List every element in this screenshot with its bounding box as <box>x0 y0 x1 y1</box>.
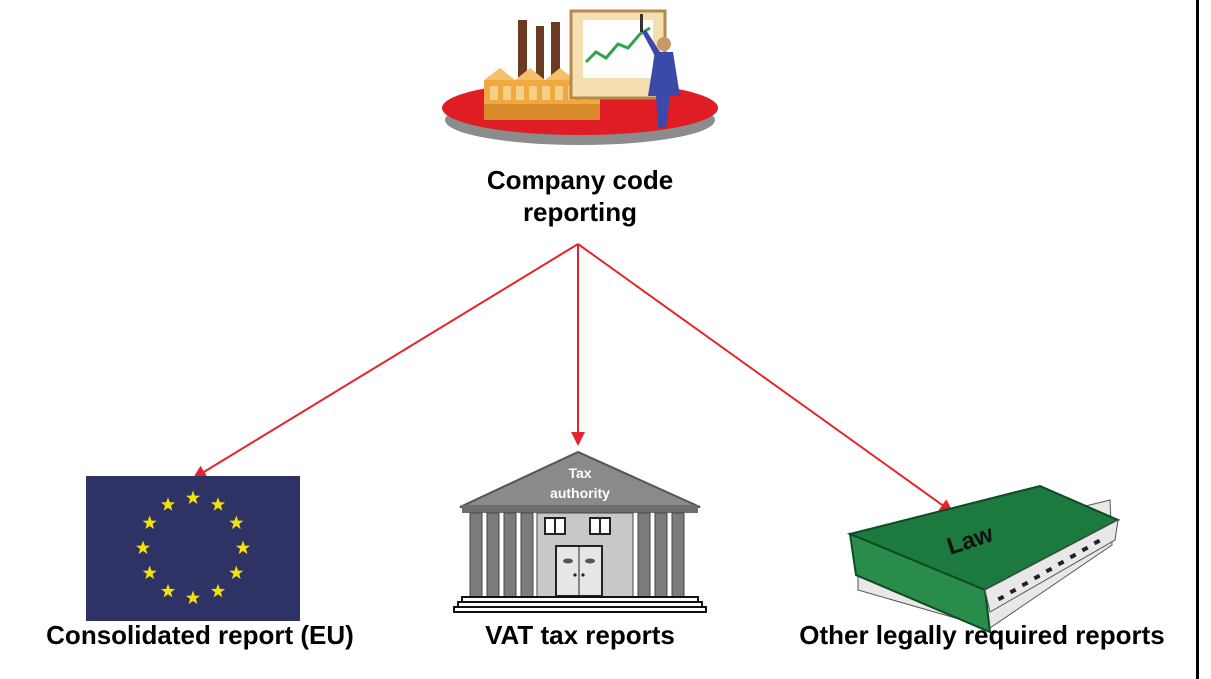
right-border-line <box>1196 0 1199 679</box>
law-book-icon: Law <box>846 484 1121 634</box>
child-label-vat: VAT tax reports <box>485 620 675 650</box>
arrow-to-law <box>577 243 954 514</box>
building-text-authority: authority <box>550 485 610 501</box>
eu-flag-icon <box>86 476 300 621</box>
eu-star-icon <box>142 565 157 580</box>
building-text-tax: Tax <box>568 465 591 481</box>
root-node-label: Company code reporting <box>430 164 730 228</box>
connector-arrows <box>192 243 954 514</box>
tax-authority-building-icon: Tax authority <box>453 450 707 613</box>
eu-star-icon <box>229 515 244 530</box>
eu-star-icon <box>135 540 151 555</box>
child-label-law: Other legally required reports <box>799 620 1165 650</box>
eu-star-icon <box>142 515 157 530</box>
eu-star-icon <box>185 590 201 605</box>
eu-star-icon <box>229 565 244 580</box>
root-label-line2: reporting <box>522 197 638 227</box>
eu-star-icon <box>160 497 176 511</box>
root-label-line1: Company code <box>486 165 674 195</box>
factory-presentation-icon <box>442 9 718 145</box>
eu-star-icon <box>235 540 251 555</box>
arrow-to-eu <box>192 243 579 480</box>
child-label-eu: Consolidated report (EU) <box>46 620 354 650</box>
eu-star-icon <box>210 497 226 511</box>
eu-star-icon <box>210 583 226 598</box>
eu-star-icon <box>160 583 176 598</box>
eu-star-icon <box>185 490 201 505</box>
